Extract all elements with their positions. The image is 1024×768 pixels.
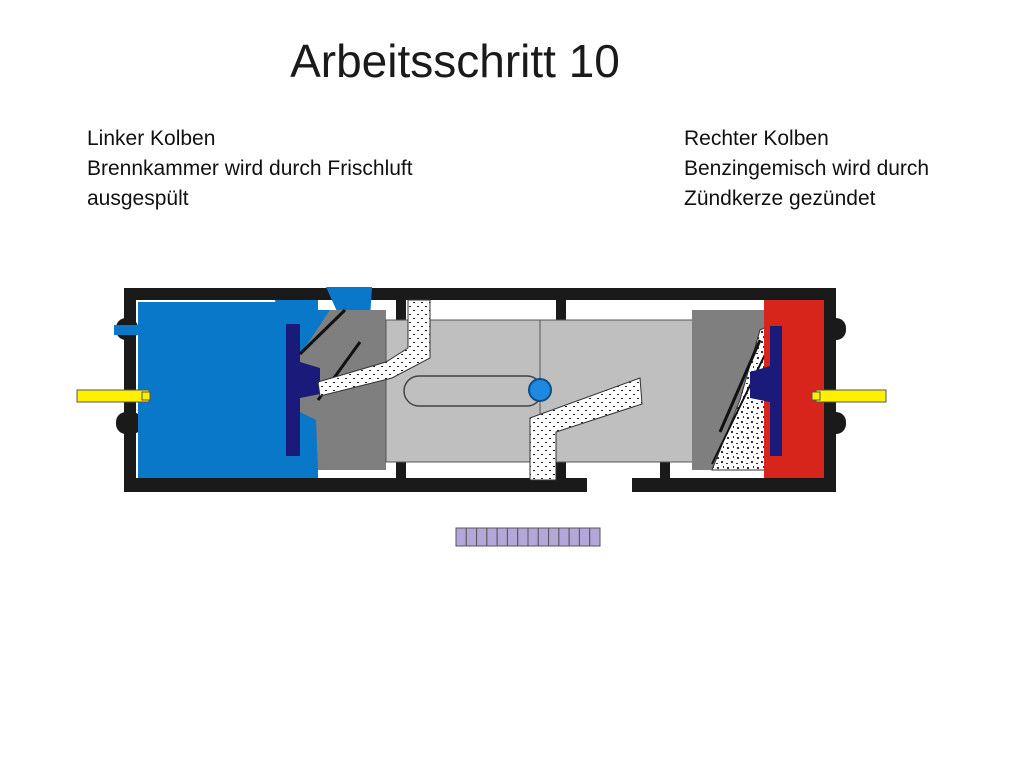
counter-segment — [578, 527, 591, 547]
counter-segment — [465, 527, 478, 547]
counter-segment — [537, 527, 550, 547]
right-piston-heading: Rechter Kolben — [684, 127, 829, 150]
counter-segment — [506, 527, 519, 547]
right-combustion-chamber — [750, 300, 824, 478]
fuel-duct-right — [529, 377, 643, 481]
counter-segment — [476, 527, 488, 547]
counter-segment — [548, 527, 560, 547]
right-valve — [750, 326, 782, 456]
right-piston-line1: Benzingemisch wird durch — [684, 157, 930, 180]
counter-segment — [589, 527, 601, 547]
left-piston-line1: Brennkammer wird durch Frischluft — [87, 157, 413, 180]
left-spark-plug — [76, 389, 151, 403]
fuel-duct-left — [317, 299, 431, 397]
left-piston-caption: Linker Kolben Brennkammer wird durch Fri… — [87, 124, 413, 214]
left-piston-heading: Linker Kolben — [87, 127, 216, 150]
step-counter-bar — [455, 527, 601, 547]
slot-guide — [403, 375, 543, 407]
connecting-pin — [528, 378, 552, 402]
right-piston-caption: Rechter Kolben Benzingemisch wird durch … — [684, 124, 929, 214]
left-valve — [286, 324, 320, 456]
right-spark-plug — [811, 389, 887, 403]
counter-segment — [527, 527, 539, 547]
right-piston-line2: Zündkerze gezündet — [684, 187, 876, 210]
slide-title: Arbeitsschritt 10 — [290, 35, 620, 87]
exhaust-port — [587, 478, 632, 494]
counter-segment — [455, 527, 467, 547]
counter-segment — [486, 527, 498, 547]
counter-segment — [558, 527, 570, 547]
left-piston-line2: ausgespült — [87, 187, 189, 210]
counter-segment — [568, 527, 580, 547]
counter-segment — [496, 527, 508, 547]
counter-segment — [517, 527, 529, 547]
